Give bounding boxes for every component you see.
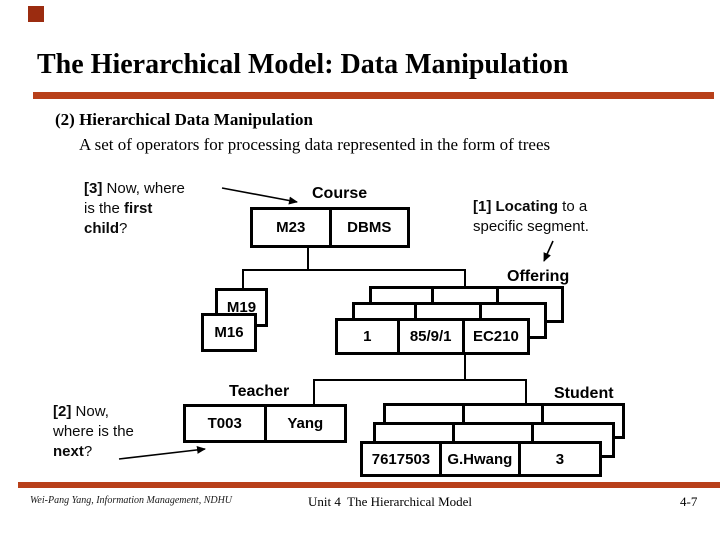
course-label: Course bbox=[312, 185, 368, 202]
annotation-2-line1: [2] Now, bbox=[53, 403, 109, 420]
teacher-label: Teacher bbox=[229, 383, 290, 400]
footer-rule bbox=[18, 482, 720, 488]
arrow-a3 bbox=[221, 187, 298, 205]
student-back-cell bbox=[540, 406, 622, 436]
section-subheading: A set of operators for processing data r… bbox=[79, 135, 551, 154]
wire-level3 bbox=[313, 379, 527, 404]
footer-unit-title: Unit 4 The Hierarchical Model bbox=[308, 494, 473, 509]
course-cell-m23: M23 bbox=[276, 219, 306, 236]
annotation-2: [2] Now, where is the next? bbox=[53, 402, 134, 462]
footer-page-number: 4-7 bbox=[680, 494, 698, 509]
wire-level2 bbox=[242, 269, 466, 290]
student-label: Student bbox=[554, 385, 614, 402]
template-corner-square bbox=[28, 6, 44, 22]
annotation-1: [1] Locating to a specific segment. bbox=[473, 197, 589, 237]
annotation-3: [3] Now, where is the first child? bbox=[84, 179, 185, 239]
annotation-3-line2: is the first bbox=[84, 200, 153, 217]
m16-segment-box: M16 bbox=[201, 313, 257, 352]
annotation-1-line1: [1] Locating to a bbox=[473, 198, 588, 215]
offering-segment-box: 1 85/9/1 EC210 bbox=[335, 318, 530, 355]
title-rule bbox=[33, 92, 714, 99]
section-heading: (2) Hierarchical Data Manipulation bbox=[55, 110, 313, 129]
annotation-2-line3: next? bbox=[53, 443, 93, 460]
offering-label: Offering bbox=[507, 268, 570, 285]
student-cell-id: 7617503 bbox=[371, 450, 431, 468]
annotation-1-line2: specific segment. bbox=[473, 218, 589, 235]
student-back-cell bbox=[461, 406, 541, 436]
m19-cell: M19 bbox=[226, 299, 257, 316]
annotation-3-line3: child? bbox=[84, 220, 128, 237]
student-cell-name: G.Hwang bbox=[438, 444, 518, 474]
arrow-a1 bbox=[543, 240, 554, 262]
offering-cell-1: 1 bbox=[363, 328, 372, 345]
teacher-cell-t003: T003 bbox=[207, 415, 242, 432]
course-segment-box: M23 DBMS bbox=[250, 207, 410, 248]
student-middle-cell bbox=[451, 425, 531, 455]
slide-title: The Hierarchical Model: Data Manipulatio… bbox=[37, 49, 569, 80]
student-cell-grade: 3 bbox=[517, 444, 599, 474]
annotation-2-line2: where is the bbox=[53, 423, 134, 440]
course-cell-dbms: DBMS bbox=[328, 210, 408, 245]
footer-author: Wei-Pang Yang, Information Management, N… bbox=[30, 495, 233, 506]
m16-cell: M16 bbox=[214, 324, 244, 341]
annotation-3-line1: [3] Now, where bbox=[84, 180, 185, 197]
teacher-segment-box: T003 Yang bbox=[183, 404, 347, 443]
offering-cell-ec210: EC210 bbox=[461, 321, 527, 352]
teacher-cell-yang: Yang bbox=[263, 407, 345, 440]
student-segment-box: 7617503 G.Hwang 3 bbox=[360, 441, 602, 477]
offering-cell-date: 85/9/1 bbox=[396, 321, 462, 352]
arrow-a2 bbox=[118, 445, 206, 460]
student-middle-cell bbox=[530, 425, 612, 455]
